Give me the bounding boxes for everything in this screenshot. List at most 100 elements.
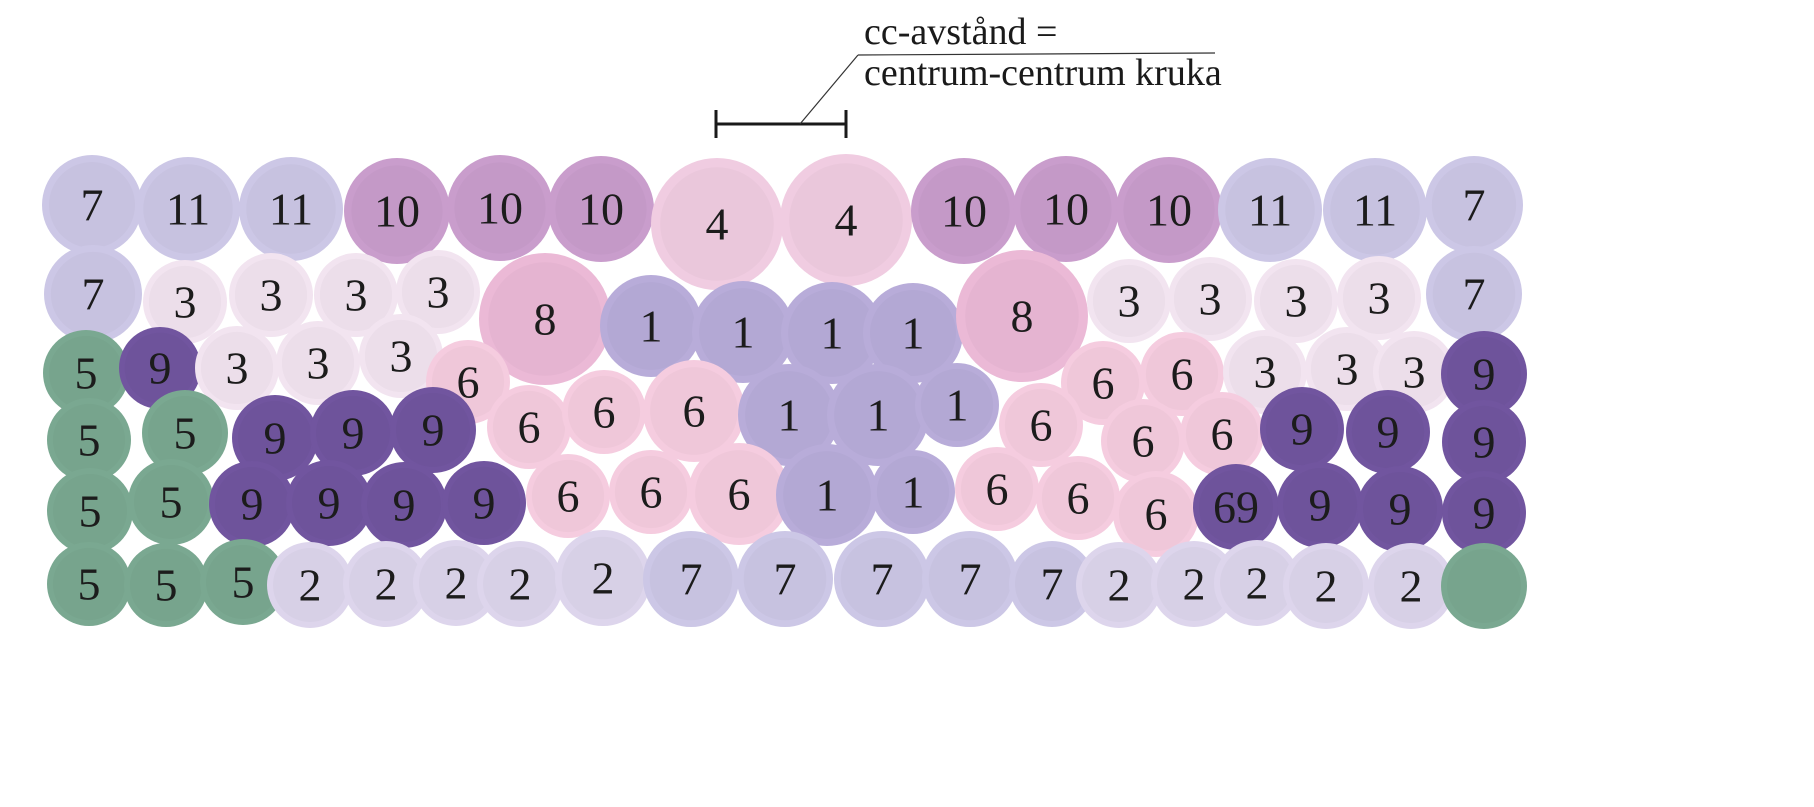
plant-number-label: 3: [345, 270, 368, 321]
plant-number-label: 6: [457, 357, 480, 408]
plant-number-label: 69: [1213, 482, 1259, 533]
plant-inner-circle: [1447, 405, 1521, 479]
plant-number-label: 6: [1211, 409, 1234, 460]
plant-pot-9: 9: [1357, 466, 1443, 552]
plant-pot-7: 7: [643, 531, 739, 627]
plant-number-label: 1: [816, 470, 839, 521]
plant-pot-6: 6: [643, 360, 745, 462]
plant-inner-circle: [492, 390, 566, 464]
plant-number-label: 9: [1473, 417, 1496, 468]
plant-pot-10: 10: [344, 158, 450, 264]
plant-pot-10: 10: [548, 156, 654, 262]
plant-inner-circle: [1447, 476, 1521, 550]
plant-pot-9: 9: [119, 327, 201, 409]
plant-pot-2: 2: [1368, 543, 1454, 629]
plant-inner-circle: [488, 262, 602, 376]
plant-inner-circle: [567, 375, 641, 449]
plant-pot-1: 1: [781, 282, 883, 384]
plant-pot-11: 11: [1218, 158, 1322, 262]
plant-number-label: 2: [1315, 561, 1338, 612]
plant-pot-9: 9: [1442, 471, 1526, 555]
plant-inner-circle: [840, 537, 924, 621]
plant-pot-4: 4: [780, 154, 912, 286]
plant-number-label: 6: [1171, 349, 1194, 400]
plant-inner-circle: [419, 546, 493, 620]
plant-pot-8: 8: [479, 253, 611, 385]
plant-number-label: 9: [1473, 349, 1496, 400]
plant-number-label: 9: [149, 343, 172, 394]
plant-number-label: 1: [902, 308, 925, 359]
plant-inner-circle: [1310, 332, 1384, 406]
plant-number-label: 9: [241, 479, 264, 530]
plant-number-label: 11: [269, 184, 313, 235]
plant-number-label: 7: [1463, 180, 1486, 231]
plant-inner-circle: [918, 165, 1010, 257]
plant-number-label: 3: [307, 338, 330, 389]
plant-inner-circle: [50, 251, 136, 337]
plant-number-label: 10: [941, 186, 987, 237]
plant-inner-circle: [124, 332, 196, 404]
plant-pot-9: 9: [1277, 462, 1363, 548]
plant-pot-3: 3: [1087, 259, 1171, 343]
plant-number-label: 1: [640, 301, 663, 352]
plant-pot-1: 1: [776, 444, 878, 546]
plant-number-label: 6: [986, 464, 1009, 515]
plant-pot-2: 2: [1214, 540, 1300, 626]
plant-pot-7: 7: [922, 531, 1018, 627]
plant-pot-9: 9: [209, 461, 295, 547]
plant-pot-11: 11: [1323, 158, 1427, 262]
plant-pot-2: 2: [343, 541, 429, 627]
plant-inner-circle: [1185, 397, 1259, 471]
plant-number-label: 5: [160, 477, 183, 528]
plant-number-label: 3: [390, 331, 413, 382]
plant-number-label: 6: [593, 387, 616, 438]
plant-inner-circle: [1015, 547, 1089, 621]
plant-pot-2: 2: [1151, 541, 1237, 627]
plant-number-label: 7: [871, 554, 894, 605]
plant-number-label: 4: [835, 195, 858, 246]
plant-number-label: 3: [226, 343, 249, 394]
plant-number-label: 9: [393, 480, 416, 531]
plant-pot-10: 10: [1013, 156, 1119, 262]
plant-number-label: 2: [1183, 559, 1206, 610]
plant-number-label: 7: [1041, 559, 1064, 610]
plant-pot-5: 5: [128, 459, 214, 545]
plant-inner-circle: [454, 162, 546, 254]
plant-inner-circle: [1351, 395, 1425, 469]
plant-number-label: 7: [959, 554, 982, 605]
plant-number-label: 9: [318, 478, 341, 529]
plant-inner-circle: [143, 164, 233, 254]
plant-inner-circle: [1447, 549, 1521, 623]
plant-inner-circle: [745, 371, 833, 459]
plant-number-label: 6: [640, 467, 663, 518]
plant-pot-69: 69: [1193, 464, 1279, 550]
plant-number-label: 11: [1248, 185, 1292, 236]
plant-number-label: 6: [1145, 489, 1168, 540]
plant-pot-1: 1: [871, 450, 955, 534]
plant-number-label: 3: [1403, 347, 1426, 398]
plant-number-label: 3: [1336, 344, 1359, 395]
plant-inner-circle: [52, 547, 126, 621]
plant-number-label: 11: [1353, 185, 1397, 236]
plant-inner-circle: [364, 319, 438, 393]
plant-number-label: 10: [1146, 185, 1192, 236]
plant-inner-circle: [234, 258, 308, 332]
plant-pot-11: 11: [239, 157, 343, 261]
plant-pot-10: 10: [1116, 157, 1222, 263]
plant-number-label: 9: [342, 408, 365, 459]
plant-pot-7: 7: [44, 245, 142, 343]
plant-inner-circle: [1041, 461, 1115, 535]
plant-number-label: 9: [1473, 488, 1496, 539]
plant-number-label: 6: [1067, 473, 1090, 524]
plant-inner-circle: [1020, 163, 1112, 255]
plant-inner-circle: [351, 165, 443, 257]
plant-pot-6: 6: [487, 385, 571, 469]
plant-inner-circle: [531, 459, 605, 533]
plant-number-label: 6: [683, 386, 706, 437]
plant-number-label: 8: [1011, 291, 1034, 342]
plant-inner-circle: [319, 258, 393, 332]
plant-pot-4: 4: [651, 158, 783, 290]
plant-number-label: 9: [1309, 480, 1332, 531]
plant-inner-circle: [1431, 162, 1517, 248]
plant-number-label: 5: [78, 559, 101, 610]
